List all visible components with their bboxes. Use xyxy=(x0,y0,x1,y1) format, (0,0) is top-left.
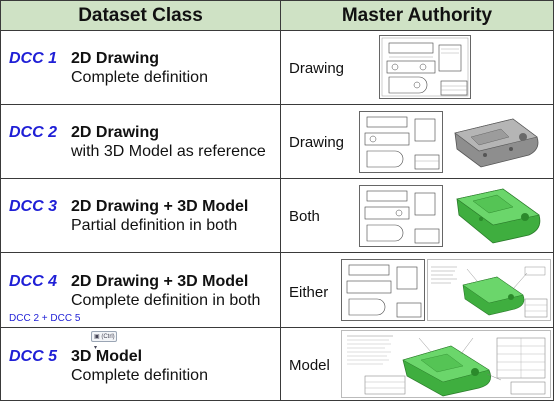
table-row-dcc2: DCC 2 2D Drawing with 3D Model as refere… xyxy=(1,105,553,179)
annotated-model-sheet-image xyxy=(427,259,551,321)
dataset-class-cell: DCC 1 2D Drawing Complete definition xyxy=(1,31,281,104)
drawing-sheet-image xyxy=(359,185,443,247)
dcc-label: DCC 3 xyxy=(9,198,58,215)
dcc-label: DCC 4 xyxy=(9,273,58,290)
class-subtitle: Partial definition in both xyxy=(71,217,238,234)
dcc-label: DCC 2 xyxy=(9,124,58,141)
annotated-model-sheet-image xyxy=(341,330,551,398)
dcc-label: DCC 5 xyxy=(9,348,58,365)
model-3d-gray-image xyxy=(454,118,539,168)
dataset-class-cell: ▣ (Ctrl) ▾ DCC 5 3D Model Complete defin… xyxy=(1,328,281,400)
table-header: Dataset Class Master Authority xyxy=(1,1,553,31)
dataset-class-cell: DCC 3 2D Drawing + 3D Model Partial defi… xyxy=(1,179,281,252)
class-title: 2D Drawing xyxy=(71,124,160,141)
drawing-sheet-image xyxy=(359,111,443,173)
clipboard-icon: ▣ xyxy=(94,334,100,340)
dataset-class-cell: DCC 4 2D Drawing + 3D Model Complete def… xyxy=(1,253,281,327)
model-3d-green-image xyxy=(456,188,541,244)
class-subtitle: Complete definition xyxy=(71,367,208,384)
class-subtitle: with 3D Model as reference xyxy=(71,143,266,160)
class-title: 2D Drawing + 3D Model xyxy=(71,198,249,215)
dcc-combination-note: DCC 2 + DCC 5 xyxy=(9,313,81,324)
class-title: 3D Model xyxy=(71,348,143,365)
paste-options-label: (Ctrl) xyxy=(101,334,115,340)
table-row-dcc4: DCC 4 2D Drawing + 3D Model Complete def… xyxy=(1,253,553,328)
master-authority-cell: Drawing xyxy=(281,31,553,104)
paste-options-button[interactable]: ▣ (Ctrl) ▾ xyxy=(91,331,117,351)
table-row-dcc1: DCC 1 2D Drawing Complete definition Dra… xyxy=(1,31,553,105)
drawing-sheet-image xyxy=(379,35,471,99)
master-authority-cell: Drawing xyxy=(281,105,553,178)
class-title: 2D Drawing xyxy=(71,50,160,67)
master-authority-cell: Both xyxy=(281,179,553,252)
authority-label: Both xyxy=(289,208,320,225)
dataset-class-cell: DCC 2 2D Drawing with 3D Model as refere… xyxy=(1,105,281,178)
table-row-dcc5: ▣ (Ctrl) ▾ DCC 5 3D Model Complete defin… xyxy=(1,328,553,400)
table-row-dcc3: DCC 3 2D Drawing + 3D Model Partial defi… xyxy=(1,179,553,253)
master-authority-cell: Model xyxy=(281,328,553,400)
authority-label: Model xyxy=(289,357,330,374)
class-subtitle: Complete definition xyxy=(71,69,208,86)
class-subtitle: Complete definition in both xyxy=(71,292,261,309)
class-title: 2D Drawing + 3D Model xyxy=(71,273,249,290)
chevron-down-icon: ▾ xyxy=(94,345,98,351)
header-master-authority: Master Authority xyxy=(341,5,493,26)
header-dataset-class: Dataset Class xyxy=(1,1,281,30)
authority-label: Drawing xyxy=(289,134,345,151)
drawing-sheet-image xyxy=(341,259,425,321)
authority-label: Either xyxy=(289,284,329,301)
master-authority-cell: Either xyxy=(281,253,553,327)
authority-label: Drawing xyxy=(289,60,345,77)
dcc-label: DCC 1 xyxy=(9,50,58,67)
